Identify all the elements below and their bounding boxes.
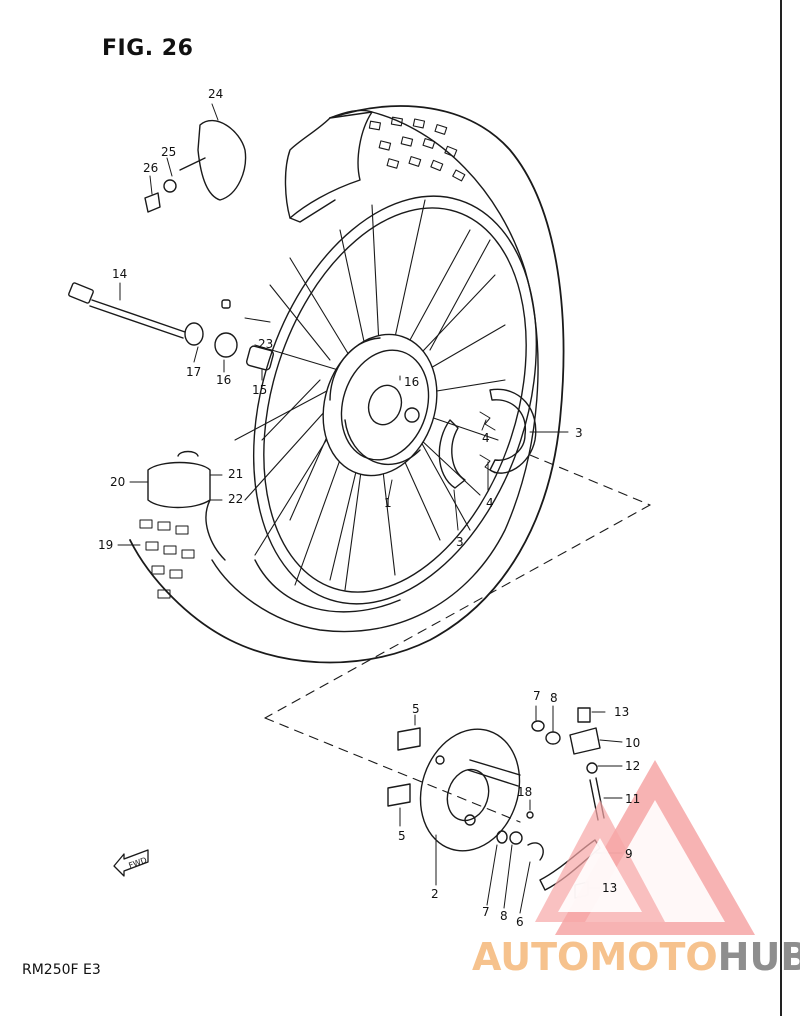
- callout-19: 19: [98, 538, 114, 552]
- callout-14: 14: [112, 267, 128, 281]
- callout-4-top: 4: [482, 431, 490, 445]
- callout-5-top: 5: [412, 702, 420, 716]
- tire: [129, 105, 565, 664]
- callout-3-right: 3: [575, 426, 583, 440]
- callout-21: 21: [228, 467, 244, 481]
- callout-1: 1: [384, 496, 392, 510]
- rim: [252, 195, 538, 613]
- watermark-part1: AUTOMOTO: [472, 935, 718, 979]
- callout-11: 11: [625, 792, 641, 806]
- callout-16-left: 16: [216, 373, 232, 387]
- callout-2: 2: [431, 887, 439, 901]
- model-code: RM250F E3: [22, 962, 101, 978]
- callout-9: 9: [625, 847, 633, 861]
- callout-3-bottom: 3: [456, 535, 464, 549]
- axle-parts: [68, 282, 274, 371]
- callout-18: 18: [517, 785, 533, 799]
- watermark-logo: [535, 760, 755, 935]
- callout-10: 10: [625, 736, 641, 750]
- callout-23: 23: [258, 337, 274, 351]
- figure-title: FIG. 26: [102, 36, 194, 61]
- callout-8-bottom: 8: [500, 909, 508, 923]
- hub: [322, 333, 438, 477]
- fwd-arrow: FWD: [113, 849, 149, 877]
- disc-cover: [144, 119, 247, 213]
- leader-lines: [117, 103, 623, 914]
- callout-16-hub: 16: [404, 375, 420, 389]
- callout-22: 22: [228, 492, 244, 506]
- callout-20: 20: [110, 475, 126, 489]
- callout-24: 24: [208, 87, 224, 101]
- callout-17: 17: [186, 365, 202, 379]
- watermark-text: AUTOMOTOHUB: [472, 935, 800, 979]
- callout-13-top: 13: [614, 705, 630, 719]
- callout-15: 15: [252, 383, 268, 397]
- callout-6: 6: [516, 915, 524, 929]
- callout-25: 25: [161, 145, 177, 159]
- callout-7-top: 7: [533, 689, 541, 703]
- callout-4-bottom: 4: [486, 496, 494, 510]
- watermark-part2: HUB: [717, 935, 800, 979]
- callout-12: 12: [625, 759, 641, 773]
- brake-panel: [387, 727, 521, 852]
- callout-5-bottom: 5: [398, 829, 406, 843]
- page-frame-edge: [780, 0, 782, 1016]
- callout-13-bottom: 13: [602, 881, 618, 895]
- callout-8-top: 8: [550, 691, 558, 705]
- callout-26: 26: [143, 161, 159, 175]
- assembly-lines: [264, 454, 651, 823]
- callout-7-bottom: 7: [482, 905, 490, 919]
